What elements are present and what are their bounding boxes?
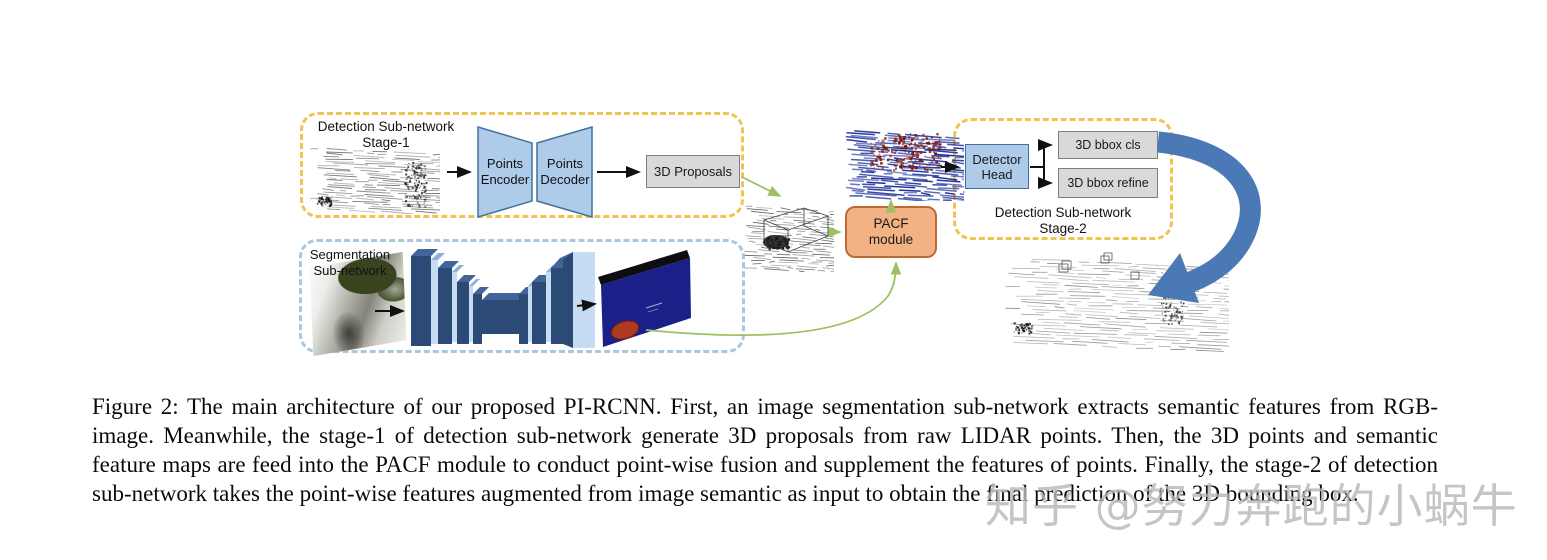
semantic-feature-map (598, 250, 691, 347)
bbox-cls-label: 3D bbox cls (1075, 138, 1141, 152)
segmentation-cnn-blocks (411, 249, 595, 348)
stage2-title: Detection Sub-network Stage-2 (994, 205, 1132, 236)
bbox-cls-box: 3D bbox cls (1058, 131, 1158, 159)
stage1-title: Detection Sub-network Stage-1 (317, 119, 455, 150)
final-result-pointcloud-image (1005, 252, 1230, 352)
pacf-module-box: PACF module (845, 206, 937, 258)
stage1-lidar-pointcloud-image (310, 148, 441, 214)
figure-caption: Figure 2: The main architecture of our p… (92, 394, 1438, 506)
points-encoder-label: Points Encoder (480, 156, 530, 187)
detector-head-label: Detector Head (972, 151, 1022, 182)
fused-pointcloud-image (845, 130, 965, 201)
pacf-module-label: PACF module (868, 216, 914, 247)
zhihu-watermark: 知乎 @努力奔跑的小蜗牛 (985, 479, 1518, 533)
3d-proposals-box: 3D Proposals (646, 155, 740, 188)
3d-proposals-label: 3D Proposals (653, 164, 733, 179)
bbox-refine-box: 3D bbox refine (1058, 168, 1158, 198)
points-decoder-label: Points Decoder (540, 156, 590, 187)
proposals-pointcloud-image (744, 205, 835, 272)
bbox-refine-label: 3D bbox refine (1067, 176, 1149, 190)
detector-head-box: Detector Head (965, 144, 1029, 189)
segmentation-title: Segmentation Sub-network (309, 247, 391, 278)
stage1-group-box (300, 112, 744, 218)
points-encoder-decoder-shapes (477, 125, 593, 219)
